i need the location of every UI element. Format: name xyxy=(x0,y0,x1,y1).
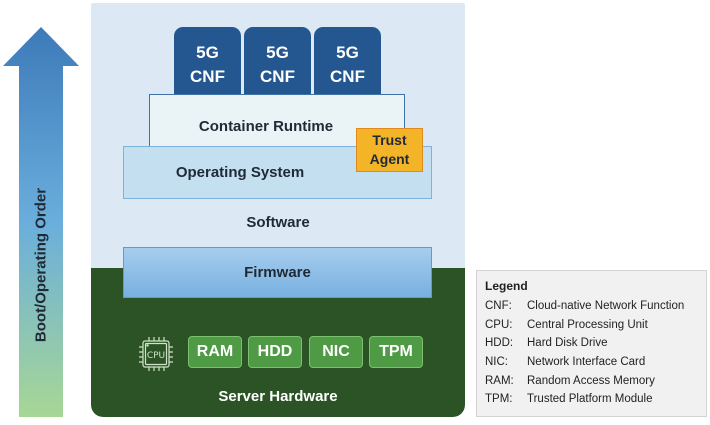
legend-abbr: NIC: xyxy=(485,356,508,369)
container-runtime-label: Container Runtime xyxy=(198,118,334,135)
hardware-chip-hdd[interactable]: HDD xyxy=(248,336,302,368)
legend-title: Legend xyxy=(485,279,528,293)
cnf-label-line1: 5G xyxy=(266,42,289,62)
legend-entry: CNF: Cloud-native Network Function xyxy=(485,297,706,316)
boot-order-arrow: Boot/Operating Order xyxy=(0,0,90,420)
cnf-box[interactable]: 5G CNF xyxy=(174,27,241,102)
legend-meaning: Network Interface Card xyxy=(527,356,646,369)
cnf-label-line2: CNF xyxy=(260,66,295,86)
legend-entry: HDD: Hard Disk Drive xyxy=(485,334,706,353)
arrow-label: Boot/Operating Order xyxy=(32,187,50,343)
legend-entry: CPU: Central Processing Unit xyxy=(485,316,706,335)
cnf-label-line1: 5G xyxy=(336,42,359,62)
legend-meaning: Hard Disk Drive xyxy=(527,337,608,350)
container-runtime-box[interactable]: Container Runtime xyxy=(149,94,405,152)
legend-abbr: CPU: xyxy=(485,318,513,331)
hardware-chip-tpm[interactable]: TPM xyxy=(369,336,423,368)
legend-meaning: Central Processing Unit xyxy=(527,318,648,331)
legend-abbr: CNF: xyxy=(485,300,512,313)
hardware-chip-ram[interactable]: RAM xyxy=(188,336,242,368)
cnf-label-line1: 5G xyxy=(196,42,219,62)
operating-system-label: Operating System xyxy=(175,164,305,181)
legend-box: Legend CNF: Cloud-native Network Functio… xyxy=(476,270,707,417)
cnf-label-line2: CNF xyxy=(330,66,365,86)
cpu-label: CPU xyxy=(147,351,165,361)
legend-meaning: Trusted Platform Module xyxy=(527,393,653,406)
legend-entry: NIC: Network Interface Card xyxy=(485,353,706,372)
trust-agent-line2: Agent xyxy=(369,151,410,167)
legend-abbr: HDD: xyxy=(485,337,514,350)
legend-abbr: TPM: xyxy=(485,393,513,406)
trust-agent-line1: Trust xyxy=(372,132,407,148)
arrow-shape xyxy=(3,27,79,417)
cnf-box[interactable]: 5G CNF xyxy=(314,27,381,102)
stack-panel: 5G CNF 5G CNF 5G CNF Container Runtime O… xyxy=(91,3,465,417)
trust-agent-box[interactable]: Trust Agent xyxy=(356,128,423,172)
legend-entry: RAM: Random Access Memory xyxy=(485,371,706,390)
firmware-label: Firmware xyxy=(244,264,311,281)
legend-abbr: RAM: xyxy=(485,374,514,387)
cnf-label-line2: CNF xyxy=(190,66,225,86)
server-hardware-label: Server Hardware xyxy=(218,388,338,405)
legend-meaning: Cloud-native Network Function xyxy=(527,300,685,313)
firmware-box[interactable]: Firmware xyxy=(123,247,432,298)
software-layer-label: Software xyxy=(246,214,310,231)
hardware-chip-nic[interactable]: NIC xyxy=(309,336,363,368)
legend-meaning: Random Access Memory xyxy=(527,374,655,387)
cnf-box[interactable]: 5G CNF xyxy=(244,27,311,102)
legend-entry: TPM: Trusted Platform Module xyxy=(485,390,706,409)
cpu-chip-icon: CPU xyxy=(135,333,177,375)
